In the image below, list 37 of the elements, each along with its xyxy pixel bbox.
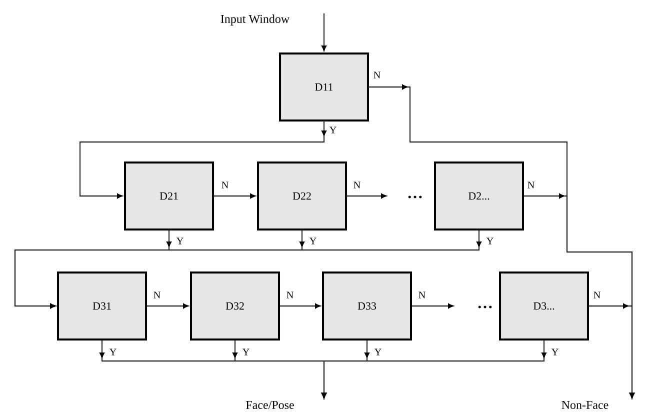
detector-box: D21 <box>124 162 214 230</box>
arrow <box>346 193 387 199</box>
edge-label: Y <box>176 237 184 245</box>
io-label: Non-Face <box>562 401 608 409</box>
arrow <box>321 340 547 399</box>
edge-label: Y <box>486 237 494 245</box>
detector-box: D32 <box>190 272 280 340</box>
edge-label: Y <box>308 237 318 245</box>
edge-label: N <box>592 291 602 299</box>
edge-label: N <box>372 71 382 79</box>
edge-label: N <box>286 291 294 299</box>
edge-label: N <box>220 181 230 189</box>
io-label: Input Window <box>220 14 290 26</box>
arrow <box>146 303 189 309</box>
io-label: Face/Pose <box>246 400 294 409</box>
edge-label: Y <box>108 348 118 356</box>
edge-label: Y <box>328 126 338 134</box>
edge-label: N <box>352 181 362 189</box>
arrow <box>80 121 327 199</box>
arrow <box>14 230 482 309</box>
arrow <box>412 303 454 309</box>
edge-label: N <box>152 291 162 299</box>
edge-label: Y <box>242 348 250 356</box>
edge-label: N <box>418 291 426 299</box>
detector-box: D11 <box>279 52 369 122</box>
detector-box: D2... <box>434 162 524 230</box>
detector-box: D31 <box>57 272 147 340</box>
arrow <box>321 12 327 52</box>
detector-box: D22 <box>257 162 347 230</box>
edge-label: N <box>526 181 536 189</box>
edge-label: Y <box>550 348 560 356</box>
detector-box: D3... <box>499 272 589 340</box>
edge-label: Y <box>374 348 382 356</box>
detector-box: D33 <box>322 272 412 340</box>
arrow <box>588 303 635 399</box>
arrow <box>214 193 256 199</box>
arrow <box>280 303 321 309</box>
